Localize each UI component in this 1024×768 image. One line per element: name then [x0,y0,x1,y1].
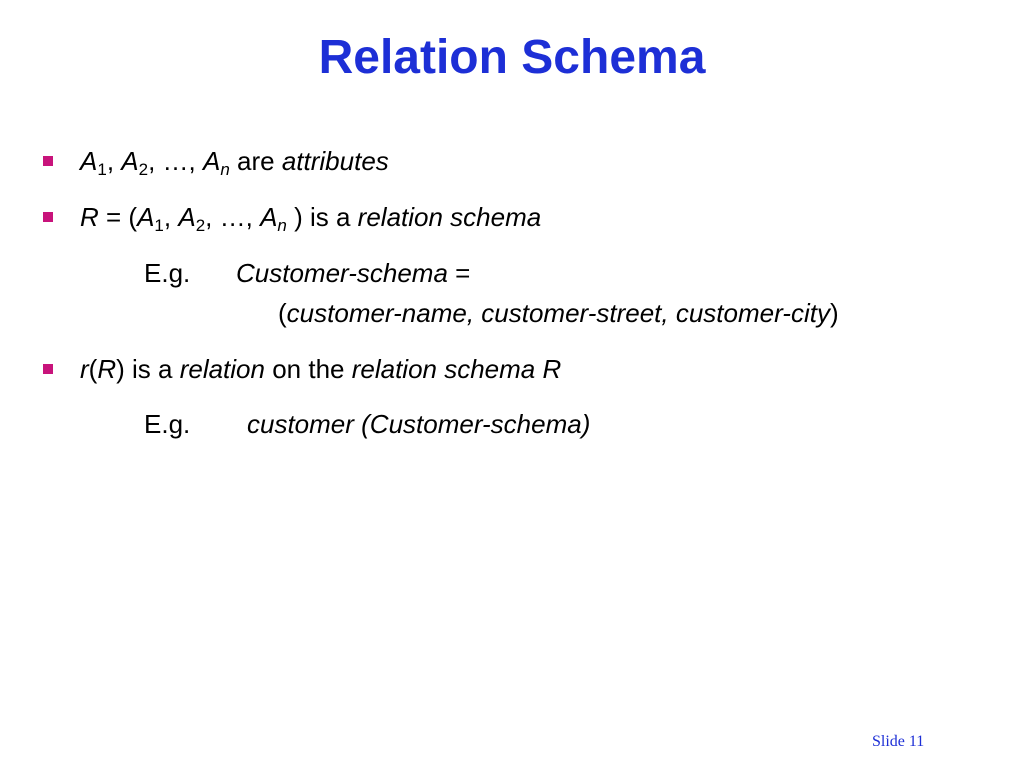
bullet-relation-schema: R = (A1, A2, …, An ) is a relation schem… [80,202,542,235]
example-schema-name: Customer-schema = [236,258,471,288]
slide-title: Relation Schema [318,31,706,84]
slide-number: Slide 11 [872,733,925,750]
bullet-square-icon [43,212,53,222]
example-schema-prefix: E.g. [144,258,191,288]
example-relation-text: customer (Customer-schema) [247,409,591,439]
example-relation-prefix: E.g. [144,409,191,439]
bullet-square-icon [43,364,53,374]
example-schema-attributes: (customer-name, customer-street, custome… [278,298,839,328]
bullet-relation: r(R) is a relation on the relation schem… [80,354,562,384]
bullet-attributes: A1, A2, …, An are attributes [80,146,389,179]
bullet-square-icon [43,156,53,166]
